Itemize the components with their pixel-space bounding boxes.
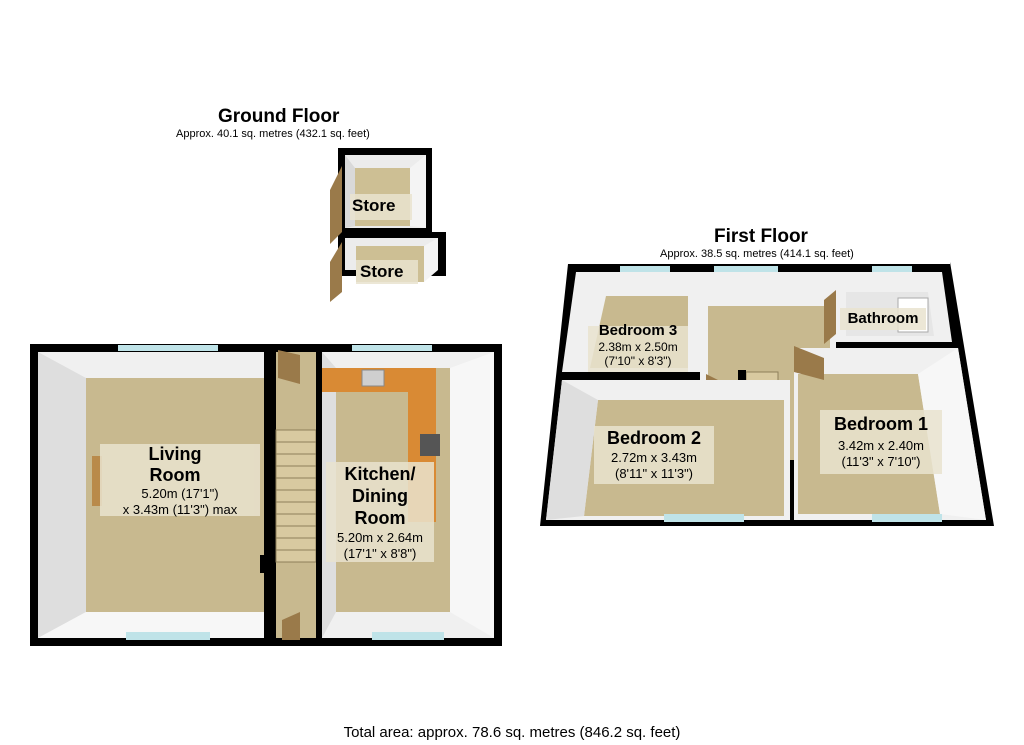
bedroom-1-dim-line1: 3.42m x 2.40m — [838, 438, 924, 453]
bedroom-3-label: Bedroom 3 — [598, 322, 678, 339]
living-room-label-line2: Room — [149, 465, 201, 485]
bathroom-room — [824, 266, 952, 344]
bedroom-2-dim-line2: (8'11" x 11'3") — [614, 466, 694, 481]
bedroom-3-dim-line1: 2.38m x 2.50m — [598, 340, 678, 354]
kitchen-label-line1: Kitchen/ — [344, 464, 416, 484]
living-room-dim-line2: x 3.43m (11'3") max — [122, 502, 238, 517]
hallway-stairs — [260, 344, 322, 646]
bedroom-1-dim-line2: (11'3" x 7'10") — [841, 454, 921, 469]
bedroom-2-label: Bedroom 2 — [606, 428, 702, 448]
kitchen-label-line3: Room — [354, 508, 406, 528]
first-floor-area: Approx. 38.5 sq. metres (414.1 sq. feet) — [660, 248, 854, 260]
bedroom-3-dim-line2: (7'10" x 8'3") — [604, 354, 672, 368]
total-area: Total area: approx. 78.6 sq. metres (846… — [343, 724, 681, 741]
ground-floor-area: Approx. 40.1 sq. metres (432.1 sq. feet) — [176, 128, 370, 140]
bathroom-label: Bathroom — [847, 310, 919, 327]
label-backgrounds — [100, 194, 942, 562]
ground-floor-title: Ground Floor — [218, 106, 340, 127]
kitchen-dim-line2: (17'1" x 8'8") — [343, 546, 417, 561]
living-room-dim-line1: 5.20m (17'1") — [141, 486, 219, 501]
kitchen-dim-line1: 5.20m x 2.64m — [337, 530, 423, 545]
bedroom-1-label: Bedroom 1 — [833, 414, 929, 434]
kitchen-label-line2: Dining — [352, 486, 408, 506]
living-room-label-line1: Living — [148, 444, 202, 464]
bedroom-2-dim-line1: 2.72m x 3.43m — [611, 450, 697, 465]
first-floor-title: First Floor — [714, 226, 808, 247]
store-doors — [330, 166, 342, 302]
store-lower-label: Store — [360, 262, 404, 281]
store-upper-label: Store — [352, 196, 396, 215]
